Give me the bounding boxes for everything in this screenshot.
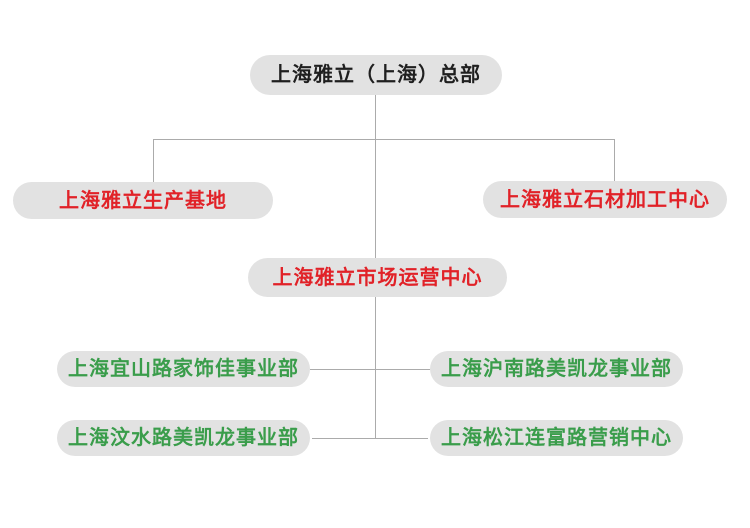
connector-level5-horizontal [312,438,428,439]
node-market-operation-center: 上海雅立市场运营中心 [248,258,507,297]
connector-stone-vertical [614,139,615,181]
node-songjiang-marketing-center: 上海松江连富路营销中心 [430,420,683,456]
node-production-base-label: 上海雅立生产基地 [59,189,227,212]
node-yishan-road-division: 上海宜山路家饰佳事业部 [57,351,310,387]
node-headquarters: 上海雅立（上海）总部 [250,55,502,95]
node-wenshui-road-division: 上海汶水路美凯龙事业部 [57,420,310,456]
connector-market-to-branches-vertical [375,297,376,438]
node-headquarters-label: 上海雅立（上海）总部 [271,64,481,86]
node-yishan-road-division-label: 上海宜山路家饰佳事业部 [68,358,299,380]
connector-hq-to-market-vertical [375,95,376,258]
connector-production-vertical [153,139,154,182]
node-stone-processing-center: 上海雅立石材加工中心 [483,181,727,218]
node-stone-processing-center-label: 上海雅立石材加工中心 [500,188,710,211]
connector-level4-horizontal [310,369,430,370]
node-wenshui-road-division-label: 上海汶水路美凯龙事业部 [68,427,299,449]
node-hunan-road-division: 上海沪南路美凯龙事业部 [430,351,683,387]
node-hunan-road-division-label: 上海沪南路美凯龙事业部 [441,358,672,380]
node-production-base: 上海雅立生产基地 [13,182,273,219]
node-market-operation-center-label: 上海雅立市场运营中心 [272,266,483,289]
connector-level2-horizontal [153,139,615,140]
node-songjiang-marketing-center-label: 上海松江连富路营销中心 [441,427,672,449]
